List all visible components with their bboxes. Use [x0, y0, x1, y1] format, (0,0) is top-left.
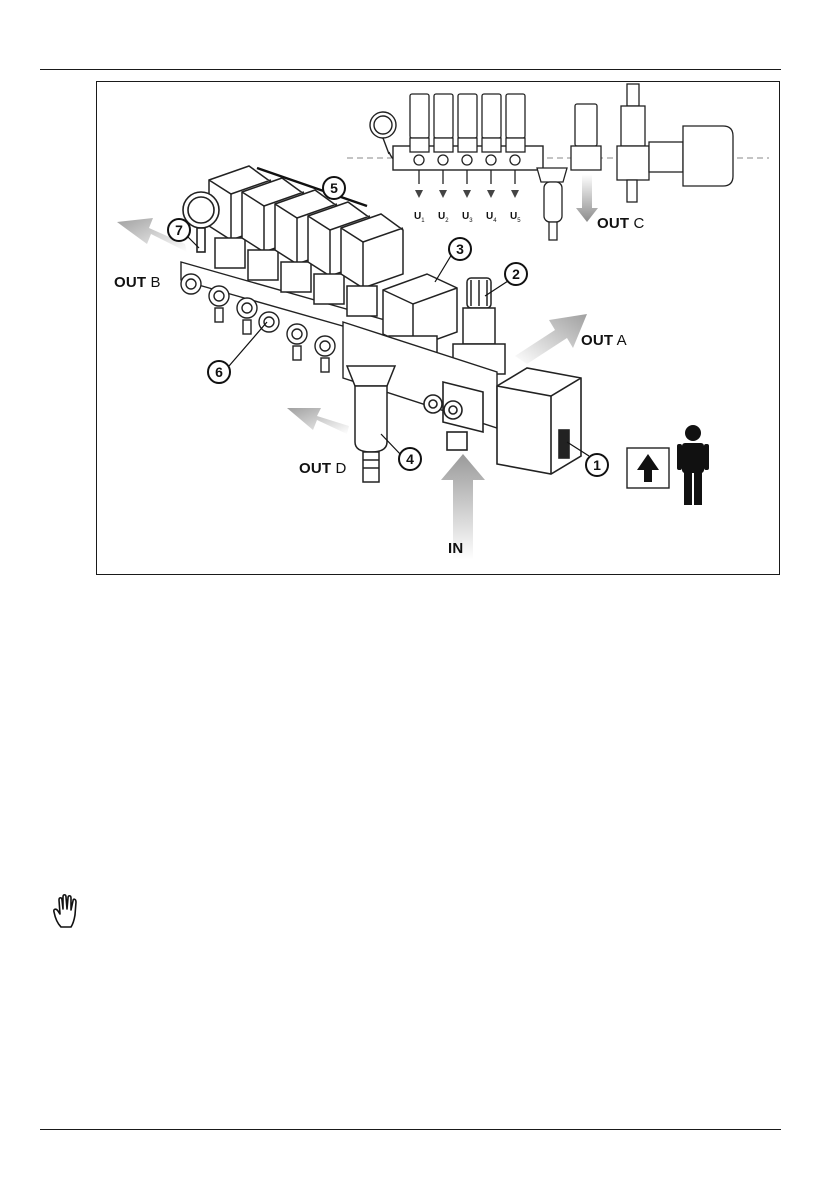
out-a-arrow: [515, 314, 587, 364]
callout-1: 1: [585, 453, 609, 477]
outlet-label: U5: [510, 212, 521, 224]
outlet-arrows: [415, 190, 519, 198]
outlet-label: U4: [486, 212, 497, 224]
line-filter: [347, 366, 395, 482]
outlet-label: U2: [438, 212, 449, 224]
callout-2: 2: [504, 262, 528, 286]
out-c-arrow: [576, 174, 598, 222]
callout-4: 4: [398, 447, 422, 471]
main-valve-motor: [424, 368, 581, 474]
callout-3: 3: [448, 237, 472, 261]
assembly-drawing: [97, 82, 780, 575]
outlet-label: U1: [414, 212, 425, 224]
callout-5: 5: [322, 176, 346, 200]
overview-valve-c: [571, 84, 733, 202]
valve-assembly-figure: OUT B OUT A OUT C OUT D IN U1 U2 U3 U4 U…: [96, 81, 780, 575]
overview-filter: [537, 168, 567, 240]
out-a-label: OUT A: [581, 333, 627, 348]
callout-6: 6: [207, 360, 231, 384]
out-d-arrow: [287, 408, 349, 434]
out-b-label: OUT B: [114, 275, 160, 290]
person-with-up-arrow-icon: [627, 425, 709, 505]
hand-warning-icon: [52, 893, 82, 929]
outlet-label: U3: [462, 212, 473, 224]
out-c-label: OUT C: [597, 216, 644, 231]
in-label: IN: [448, 541, 463, 556]
header-rule: [40, 69, 781, 70]
out-d-label: OUT D: [299, 461, 346, 476]
footer-rule: [40, 1129, 781, 1130]
callout-7: 7: [167, 218, 191, 242]
